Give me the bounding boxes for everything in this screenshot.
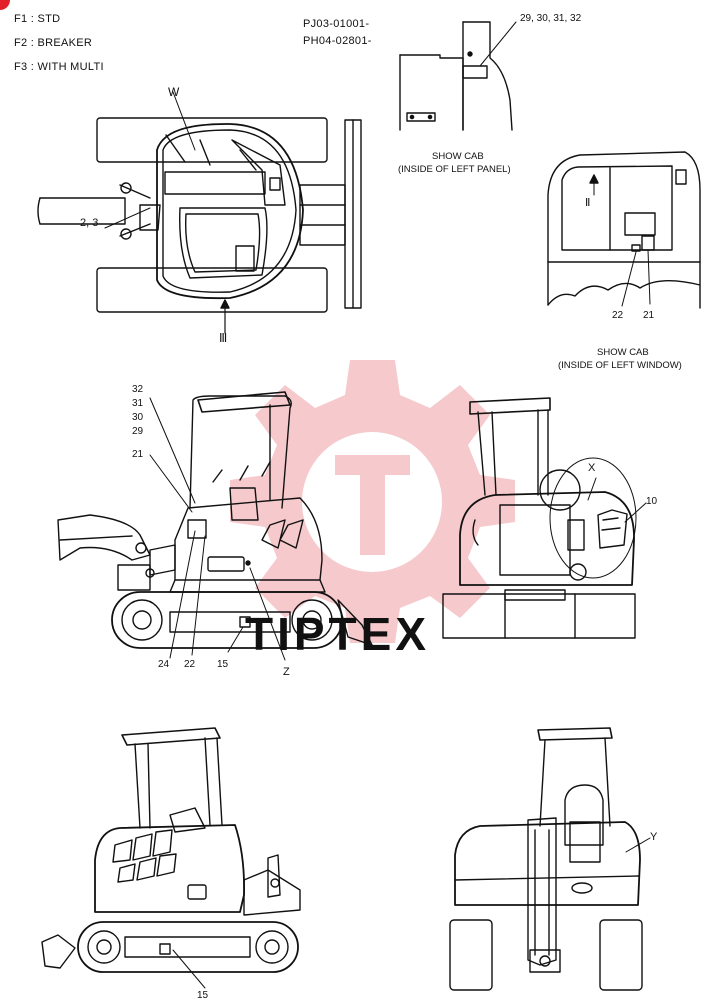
callout-21-side: 21 [132,449,144,460]
callout-24: 24 [158,659,170,670]
callout-15-side: 15 [217,659,229,670]
legend-f1: F1 : STD [14,13,61,25]
callout-21-window: 21 [643,310,655,321]
panel-caption-1: SHOW CAB [432,151,484,162]
corner-marker [0,0,10,10]
callout-31: 31 [132,398,144,409]
callout-view-iii: Ⅲ [219,331,227,345]
window-caption-2: (INSIDE OF LEFT WINDOW) [558,360,682,371]
callout-2-3: 2, 3 [80,217,98,229]
callout-x: X [588,462,596,474]
callout-32: 32 [132,384,144,395]
window-caption-1: SHOW CAB [597,347,649,358]
legend-f3: F3 : WITH MULTI [14,61,104,73]
callout-22-window: 22 [612,310,624,321]
top-view [37,91,362,334]
callout-10: 10 [646,496,658,507]
callout-w: W [168,85,180,99]
right-side-view [41,727,301,989]
panel-detail [399,21,517,131]
left-side-view [57,391,373,661]
callout-29-32: 29, 30, 31, 32 [520,13,582,24]
front-view [449,727,651,991]
rear-view [442,397,647,639]
callout-29: 29 [132,426,144,437]
window-detail [547,151,701,309]
callout-y: Y [650,831,658,843]
panel-caption-2: (INSIDE OF LEFT PANEL) [398,164,511,175]
callout-view-ii: Ⅱ [585,197,590,209]
callout-z: Z [283,666,290,678]
serial-range-1: PJ03-01001- [303,18,370,30]
watermark-logo [230,360,515,643]
callout-15-bottom: 15 [197,990,209,1000]
legend-f2: F2 : BREAKER [14,37,93,49]
serial-range-2: PH04-02801- [303,35,372,47]
callout-30: 30 [132,412,144,423]
callout-22-side: 22 [184,659,196,670]
